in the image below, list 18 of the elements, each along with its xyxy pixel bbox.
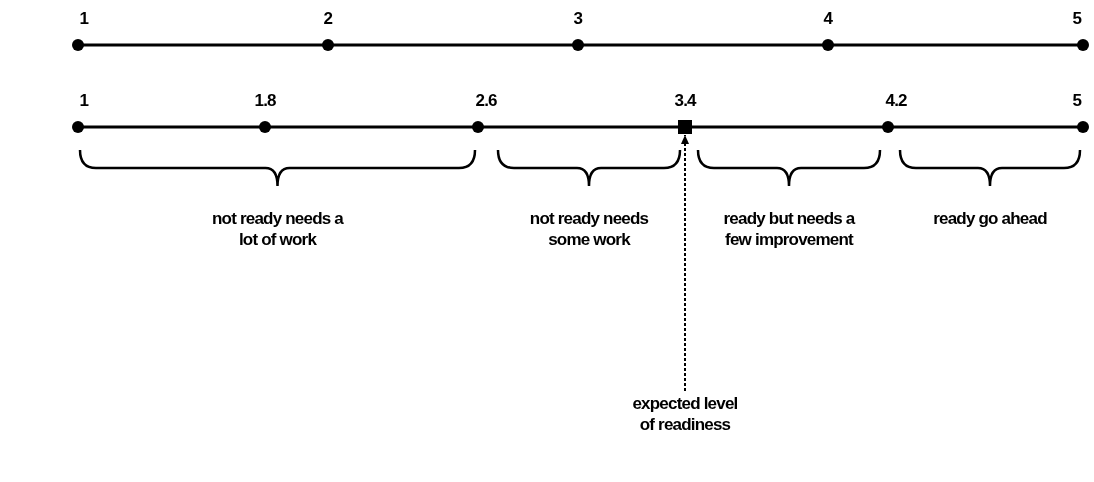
scale-value: 3.4: [674, 90, 696, 111]
range-description: not ready needs a lot of work: [211, 208, 345, 250]
scale-value: 4: [823, 8, 833, 29]
scale-value: 3: [573, 8, 583, 29]
scale-value: 2: [323, 8, 333, 29]
scale-value: 5: [1072, 8, 1082, 29]
scale-value: 1: [79, 90, 89, 111]
scale-value: 2.6: [475, 90, 497, 111]
leader-arrow: [681, 134, 689, 392]
scale-value: 4.2: [885, 90, 907, 111]
scale-value: 5: [1072, 90, 1082, 111]
scale-value: 1.8: [254, 90, 276, 111]
square-marker: [678, 120, 692, 134]
range-description: not ready needs some work: [528, 208, 650, 250]
scale-value: 1: [79, 8, 89, 29]
annotation-text: expected level of readiness: [625, 393, 745, 435]
range-description: ready but needs a few improvement: [722, 208, 857, 250]
range-description: ready go ahead: [932, 208, 1048, 229]
